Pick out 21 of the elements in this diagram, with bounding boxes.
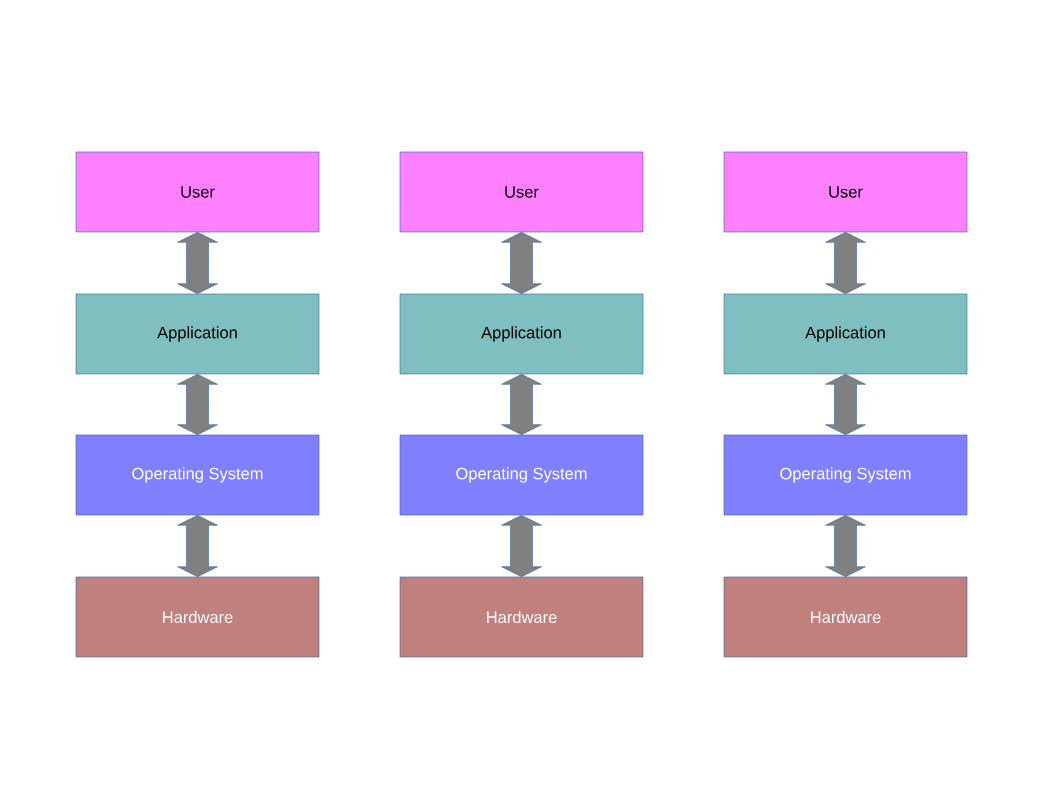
double-arrow bbox=[177, 515, 218, 577]
layer-box: User bbox=[399, 151, 644, 233]
layer-box: Operating System bbox=[399, 434, 644, 516]
layer-box: User bbox=[75, 151, 320, 233]
layer-box: User bbox=[723, 151, 968, 233]
layer-box: Application bbox=[399, 293, 644, 375]
layer-box: Application bbox=[75, 293, 320, 375]
double-arrow bbox=[825, 374, 866, 435]
layer-box: Hardware bbox=[723, 576, 968, 658]
layer-box: Operating System bbox=[723, 434, 968, 516]
double-arrow bbox=[177, 232, 218, 294]
layer-box: Hardware bbox=[399, 576, 644, 658]
double-arrow bbox=[501, 232, 542, 294]
layer-box: Application bbox=[723, 293, 968, 375]
layer-box: Hardware bbox=[75, 576, 320, 658]
double-arrow bbox=[501, 374, 542, 435]
double-arrow bbox=[825, 515, 866, 577]
double-arrow bbox=[177, 374, 218, 435]
double-arrow bbox=[501, 515, 542, 577]
layer-box: Operating System bbox=[75, 434, 320, 516]
double-arrow bbox=[825, 232, 866, 294]
